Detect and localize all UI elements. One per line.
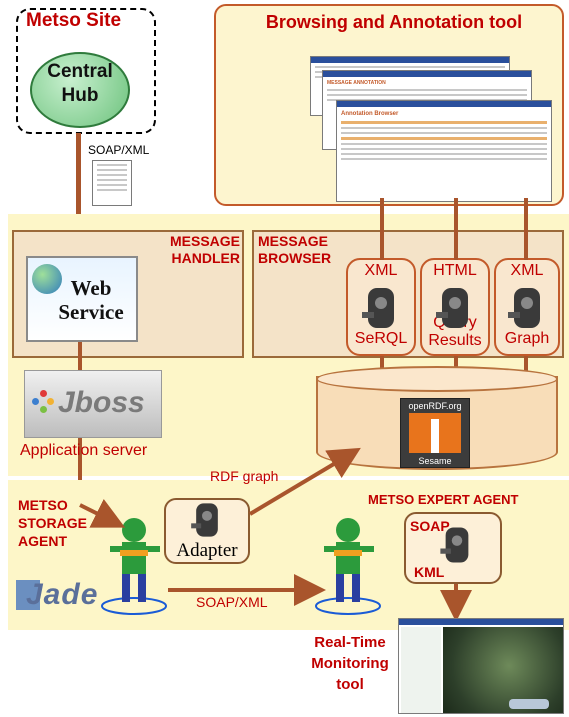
html-adapter-icon	[436, 288, 468, 328]
message-browser-title: MESSAGE BROWSER	[258, 233, 331, 267]
monitoring-line3: tool	[336, 676, 364, 693]
adapter-label: Adapter	[176, 540, 238, 561]
expert-adapter-soap: SOAP	[410, 518, 450, 534]
rdf-graph-arrow	[248, 447, 361, 516]
expert-adapter-icon	[440, 527, 469, 563]
web-service-line2: Service	[58, 300, 124, 324]
graph-to-sesame-connector	[524, 356, 528, 382]
soap-xml-document-thumbnail	[92, 160, 132, 206]
central-hub-label: Central Hub	[30, 60, 130, 108]
sesame-cylinder-top	[316, 366, 558, 392]
metso-site-title: Metso Site	[26, 10, 122, 31]
message-browser-line1: MESSAGE	[258, 233, 329, 249]
graph-adapter-icon	[508, 288, 540, 328]
expert-agent-figure	[315, 518, 381, 615]
expert-agent-title: METSO EXPERT AGENT	[368, 492, 519, 507]
application-server-label: Application server	[20, 442, 148, 459]
central-hub-node	[30, 52, 130, 128]
browsing-tool-title: Browsing and Annotation tool	[265, 12, 523, 32]
soap-xml-label-top: SOAP/XML	[88, 143, 150, 157]
soap-xml-label-bottom: SOAP/XML	[196, 594, 268, 610]
storage-agent-figure	[101, 518, 167, 615]
storage-agent-line3: AGENT	[18, 533, 67, 549]
storage-agent-title: METSO STORAGE AGENT	[18, 496, 87, 550]
browser-screenshot-front: Annotation Browser	[336, 100, 552, 202]
metso-site-box	[16, 8, 156, 134]
serql-adapter-icon	[362, 288, 394, 328]
monitoring-line2: Monitoring	[311, 655, 389, 672]
jboss-logo-text: Jboss	[58, 386, 145, 419]
monitoring-sidebar	[401, 627, 441, 713]
graph-adapter-top-label: XML	[510, 262, 544, 279]
web-service-globe-icon	[32, 264, 62, 294]
annotation-browser-header: Annotation Browser	[341, 111, 399, 117]
serql-adapter-top-label: XML	[364, 262, 398, 279]
sesame-logo-bar	[431, 419, 439, 453]
central-hub-line2: Hub	[61, 85, 99, 106]
expert-adapter-kml: KML	[414, 564, 445, 580]
jboss-logo	[24, 370, 162, 438]
monitoring-line1: Real-Time	[314, 634, 386, 651]
html-adapter-top-label: HTML	[433, 262, 477, 279]
sesame-logo: openRDF.org Sesame	[400, 398, 470, 468]
message-handler-title: MESSAGE HANDLER	[120, 233, 240, 267]
jboss-dots-icon	[32, 388, 54, 414]
openrdf-label: openRDF.org	[408, 401, 462, 411]
tool-to-serql-connector	[380, 198, 384, 260]
monitoring-screenshot	[398, 618, 564, 714]
web-service-label: Web Service	[44, 276, 138, 324]
graph-adapter-bottom-label: Graph	[504, 330, 550, 347]
web-service-line1: Web	[70, 276, 112, 300]
monitoring-map-controls	[509, 699, 549, 709]
central-hub-line1: Central	[47, 61, 113, 82]
message-annotation-header: MESSAGE ANNOTATION	[327, 80, 386, 86]
tool-to-html-connector	[454, 198, 458, 260]
message-browser-line2: BROWSER	[258, 250, 332, 266]
message-handler-line1: MESSAGE	[169, 233, 240, 249]
jade-logo: Jade	[16, 574, 102, 620]
monitoring-map	[443, 627, 563, 713]
storage-agent-line1: METSO	[18, 497, 68, 513]
html-adapter-bottom-line2: Results	[428, 332, 482, 349]
monitoring-title: Real-Time Monitoring tool	[302, 632, 398, 695]
jade-logo-mark	[16, 580, 40, 610]
serql-adapter-bottom-label: SeRQL	[354, 330, 408, 347]
tool-to-graph-connector	[524, 198, 528, 260]
web-service-box	[26, 256, 138, 342]
rdf-graph-label: RDF graph	[210, 468, 279, 484]
message-handler-line2: HANDLER	[171, 250, 240, 266]
hub-to-webservice-connector	[76, 133, 81, 253]
storage-agent-line2: STORAGE	[18, 515, 87, 531]
sesame-logo-label: Sesame	[418, 456, 452, 466]
storage-adapter-icon	[191, 503, 218, 537]
webservice-to-agent-arrow	[79, 498, 126, 528]
jade-logo-text: Jade	[26, 578, 99, 611]
